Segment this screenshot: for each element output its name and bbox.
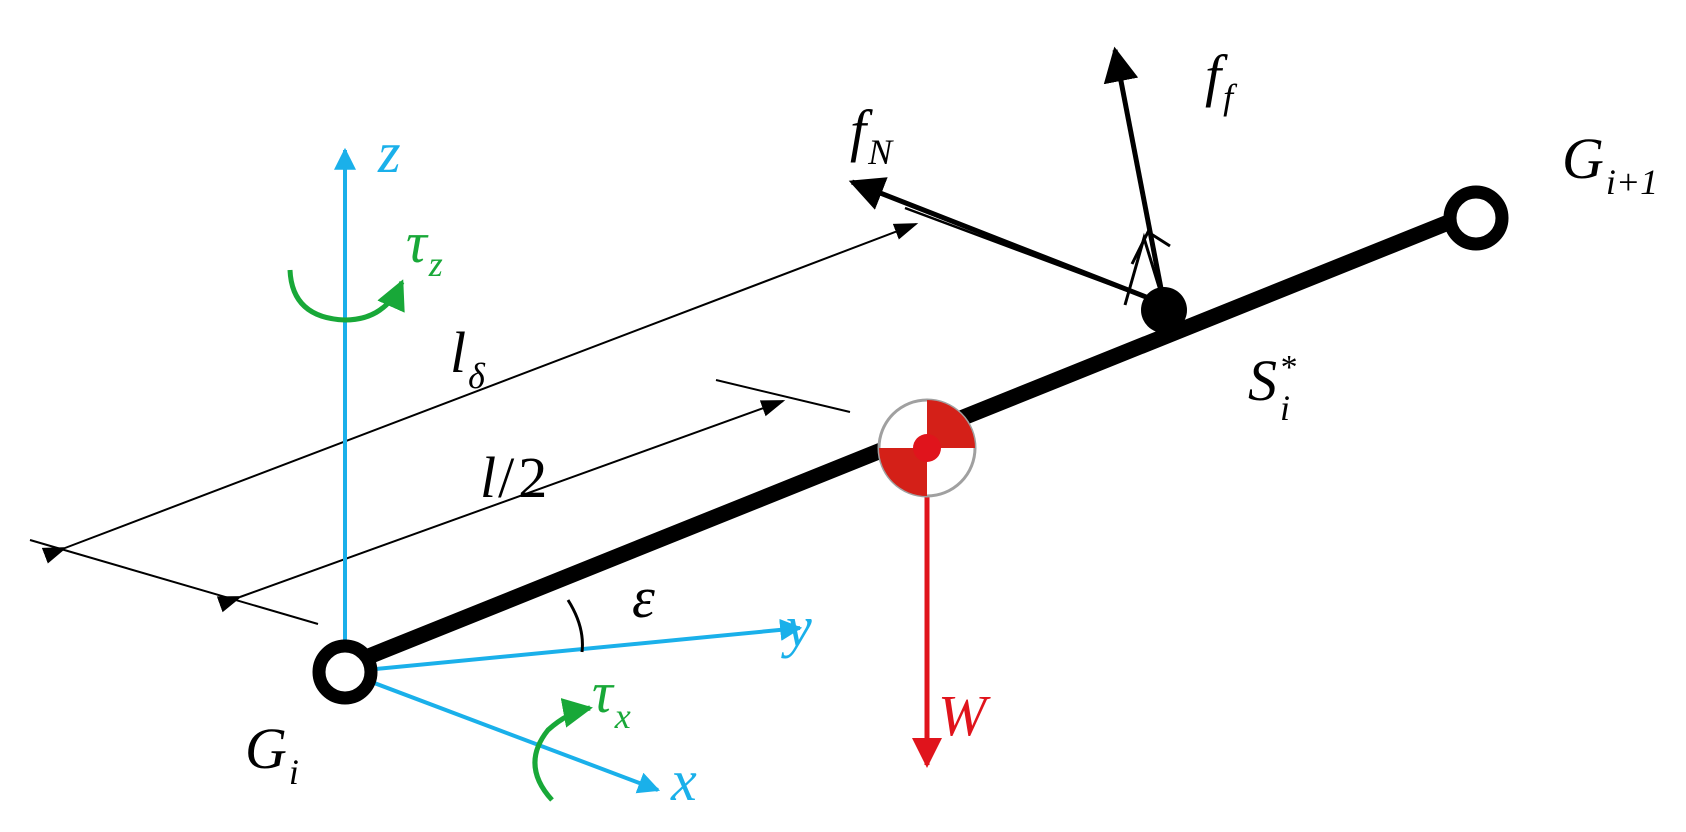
contact-point-label: S*i xyxy=(1248,348,1296,428)
l-half-dimension-line xyxy=(216,400,786,613)
tau-x-rotation-arrow xyxy=(532,698,593,802)
z-axis-label: z xyxy=(377,120,401,185)
y-axis-label: y xyxy=(781,594,812,659)
tau-x-label: τx xyxy=(592,660,631,736)
joint-g-i-plus-1 xyxy=(1443,185,1509,251)
joint-g-i-plus-1-label: Gi+1 xyxy=(1562,126,1658,202)
friction-force-label: ff xyxy=(1205,43,1238,117)
l-delta-dimension-line xyxy=(41,223,919,564)
l-half-label: l/2 xyxy=(480,445,547,510)
right-angle-square xyxy=(1130,229,1171,265)
y-axis-arrow xyxy=(344,618,803,674)
epsilon-angle-arc xyxy=(566,599,584,653)
epsilon-label: ε xyxy=(632,565,655,630)
normal-force-label: fN xyxy=(850,98,894,172)
x-axis-arrow xyxy=(344,670,661,794)
joint-g-i-label: Gi xyxy=(245,716,299,792)
contact-point xyxy=(1141,287,1187,333)
normal-force-arrow xyxy=(848,177,1165,307)
tau-z-label: τz xyxy=(406,210,443,284)
center-of-mass-symbol xyxy=(877,398,977,498)
friction-force-arrow xyxy=(1103,46,1167,305)
l-delta-label: lδ xyxy=(450,320,486,396)
dimension-extension-left xyxy=(29,539,319,625)
x-axis-label: x xyxy=(670,748,697,813)
dimension-extension-com xyxy=(715,379,851,413)
weight-label: W xyxy=(938,683,991,748)
joint-g-i xyxy=(312,639,378,705)
tau-z-rotation-arrow xyxy=(287,269,405,323)
